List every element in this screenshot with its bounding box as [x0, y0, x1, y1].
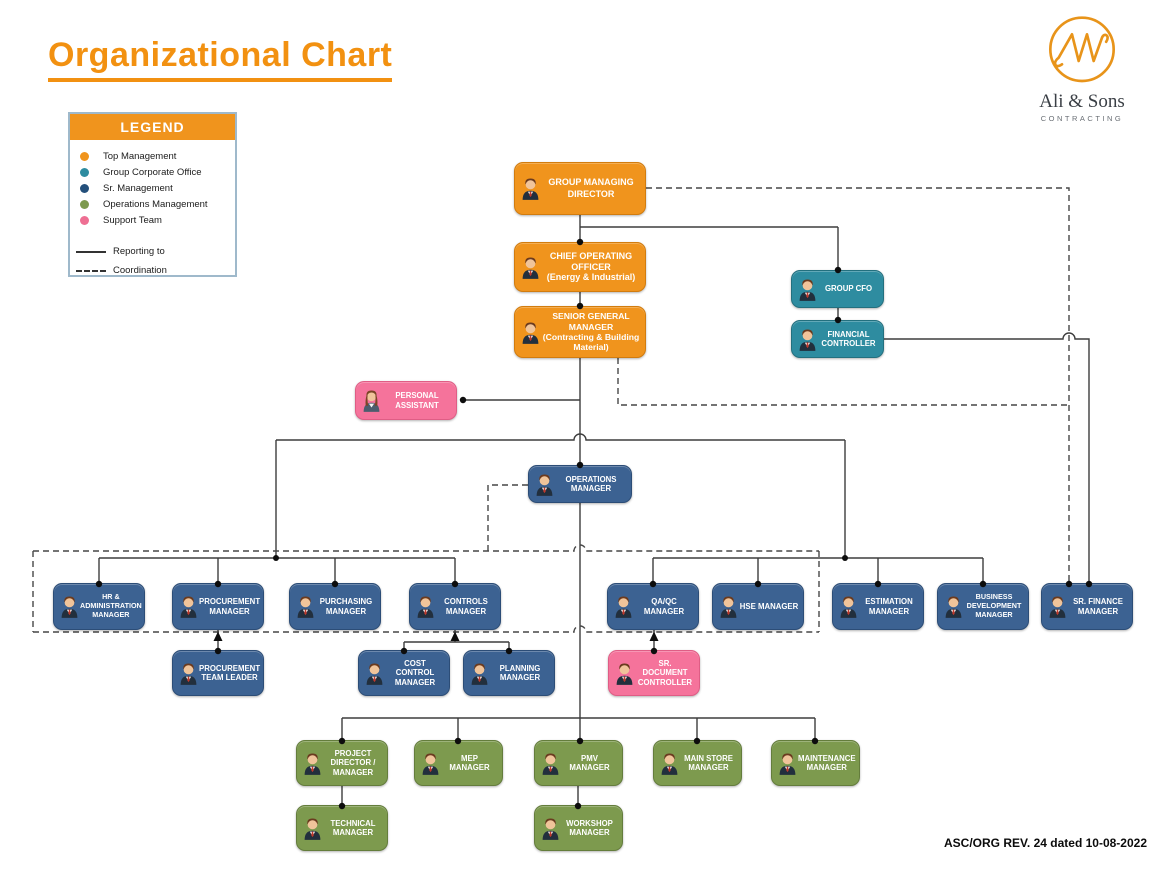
node-technical-manager: TECHNICAL MANAGER	[296, 805, 388, 851]
person-avatar-icon	[520, 320, 541, 345]
node-group-managing-director: GROUP MANAGING DIRECTOR	[514, 162, 646, 215]
person-avatar-icon	[718, 594, 739, 619]
dashed-line-icon	[76, 269, 106, 272]
node-workshop-manager: WORKSHOP MANAGER	[534, 805, 623, 851]
logo-tagline: CONTRACTING	[1040, 113, 1124, 123]
legend-item-top-management: Top Management	[70, 148, 235, 164]
legend-item-support-team: Support Team	[70, 212, 235, 228]
node-procurement-manager: PROCUREMENT MANAGER	[172, 583, 264, 630]
legend-item-group-corporate-office: Group Corporate Office	[70, 164, 235, 180]
person-avatar-icon	[178, 594, 199, 619]
person-avatar-icon	[659, 751, 680, 776]
node-business-development-manager: BUSINESS DEVELOPMENT MANAGER	[937, 583, 1029, 630]
node-senior-general-manager: SENIOR GENERAL MANAGER(Contracting & Bui…	[514, 306, 646, 358]
node-project-director-manager: PROJECT DIRECTOR / MANAGER	[296, 740, 388, 786]
group-corporate-office-dot-icon	[80, 167, 89, 177]
logo-company-name: Ali & Sons	[1039, 91, 1125, 112]
legend-box: LEGEND Top Management Group Corporate Of…	[68, 112, 237, 277]
operations-management-dot-icon	[80, 199, 89, 209]
node-group-cfo: GROUP CFO	[791, 270, 884, 308]
node-controls-manager: CONTROLS MANAGER	[409, 583, 501, 630]
legend-item-operations-management: Operations Management	[70, 196, 235, 212]
person-avatar-icon	[361, 388, 382, 413]
node-pmv-manager: PMV MANAGER	[534, 740, 623, 786]
legend-title: LEGEND	[70, 114, 235, 140]
person-avatar-icon	[469, 661, 490, 686]
person-avatar-icon	[838, 594, 859, 619]
revision-note: ASC/ORG REV. 24 dated 10-08-2022	[944, 836, 1147, 850]
person-avatar-icon	[540, 751, 561, 776]
node-main-store-manager: MAIN STORE MANAGER	[653, 740, 742, 786]
person-avatar-icon	[302, 816, 323, 841]
logo-mark-icon	[1049, 16, 1115, 83]
person-avatar-icon	[520, 176, 541, 201]
person-avatar-icon	[797, 327, 818, 352]
node-sr-document-controller: SR. DOCUMENT CONTROLLER	[608, 650, 700, 696]
person-avatar-icon	[943, 594, 964, 619]
person-avatar-icon	[420, 751, 441, 776]
person-avatar-icon	[797, 277, 818, 302]
legend-item-sr-management: Sr. Management	[70, 180, 235, 196]
sr-management-dot-icon	[80, 183, 89, 193]
legend-item-coordination: Coordination	[70, 261, 235, 280]
legend-item-reporting-to: Reporting to	[70, 242, 235, 261]
node-cost-control-manager: COST CONTROL MANAGER	[358, 650, 450, 696]
person-avatar-icon	[614, 661, 635, 686]
person-avatar-icon	[59, 594, 80, 619]
node-procurement-team-leader: PROCUREMENT TEAM LEADER	[172, 650, 264, 696]
support-team-dot-icon	[80, 215, 89, 225]
person-avatar-icon	[295, 594, 316, 619]
node-estimation-manager: ESTIMATION MANAGER	[832, 583, 924, 630]
node-sr-finance-manager: SR. FINANCE MANAGER	[1041, 583, 1133, 630]
person-avatar-icon	[540, 816, 561, 841]
node-mep-manager: MEP MANAGER	[414, 740, 503, 786]
top-management-dot-icon	[80, 151, 89, 161]
node-personal-assistant: PERSONAL ASSISTANT	[355, 381, 457, 420]
person-avatar-icon	[302, 751, 323, 776]
person-avatar-icon	[520, 255, 541, 280]
node-planning-manager: PLANNING MANAGER	[463, 650, 555, 696]
person-avatar-icon	[1047, 594, 1068, 619]
node-hse-manager: HSE MANAGER	[712, 583, 804, 630]
ali-sons-logo: Ali & Sons CONTRACTING	[1022, 10, 1142, 123]
node-operations-manager: OPERATIONS MANAGER	[528, 465, 632, 503]
person-avatar-icon	[613, 594, 634, 619]
person-avatar-icon	[178, 661, 199, 686]
person-avatar-icon	[364, 661, 385, 686]
node-chief-operating-officer: CHIEF OPERATING OFFICER(Energy & Industr…	[514, 242, 646, 292]
node-hr-administration-manager: HR & ADMINISTRATION MANAGER	[53, 583, 145, 630]
node-maintenance-manager: MAINTENANCE MANAGER	[771, 740, 860, 786]
node-purchasing-manager: PURCHASING MANAGER	[289, 583, 381, 630]
person-avatar-icon	[777, 751, 798, 776]
node-qaqc-manager: QA/QC MANAGER	[607, 583, 699, 630]
node-financial-controller: FINANCIAL CONTROLLER	[791, 320, 884, 358]
person-avatar-icon	[415, 594, 436, 619]
page-title: Organizational Chart	[48, 36, 393, 82]
solid-line-icon	[76, 250, 106, 253]
person-avatar-icon	[534, 472, 555, 497]
